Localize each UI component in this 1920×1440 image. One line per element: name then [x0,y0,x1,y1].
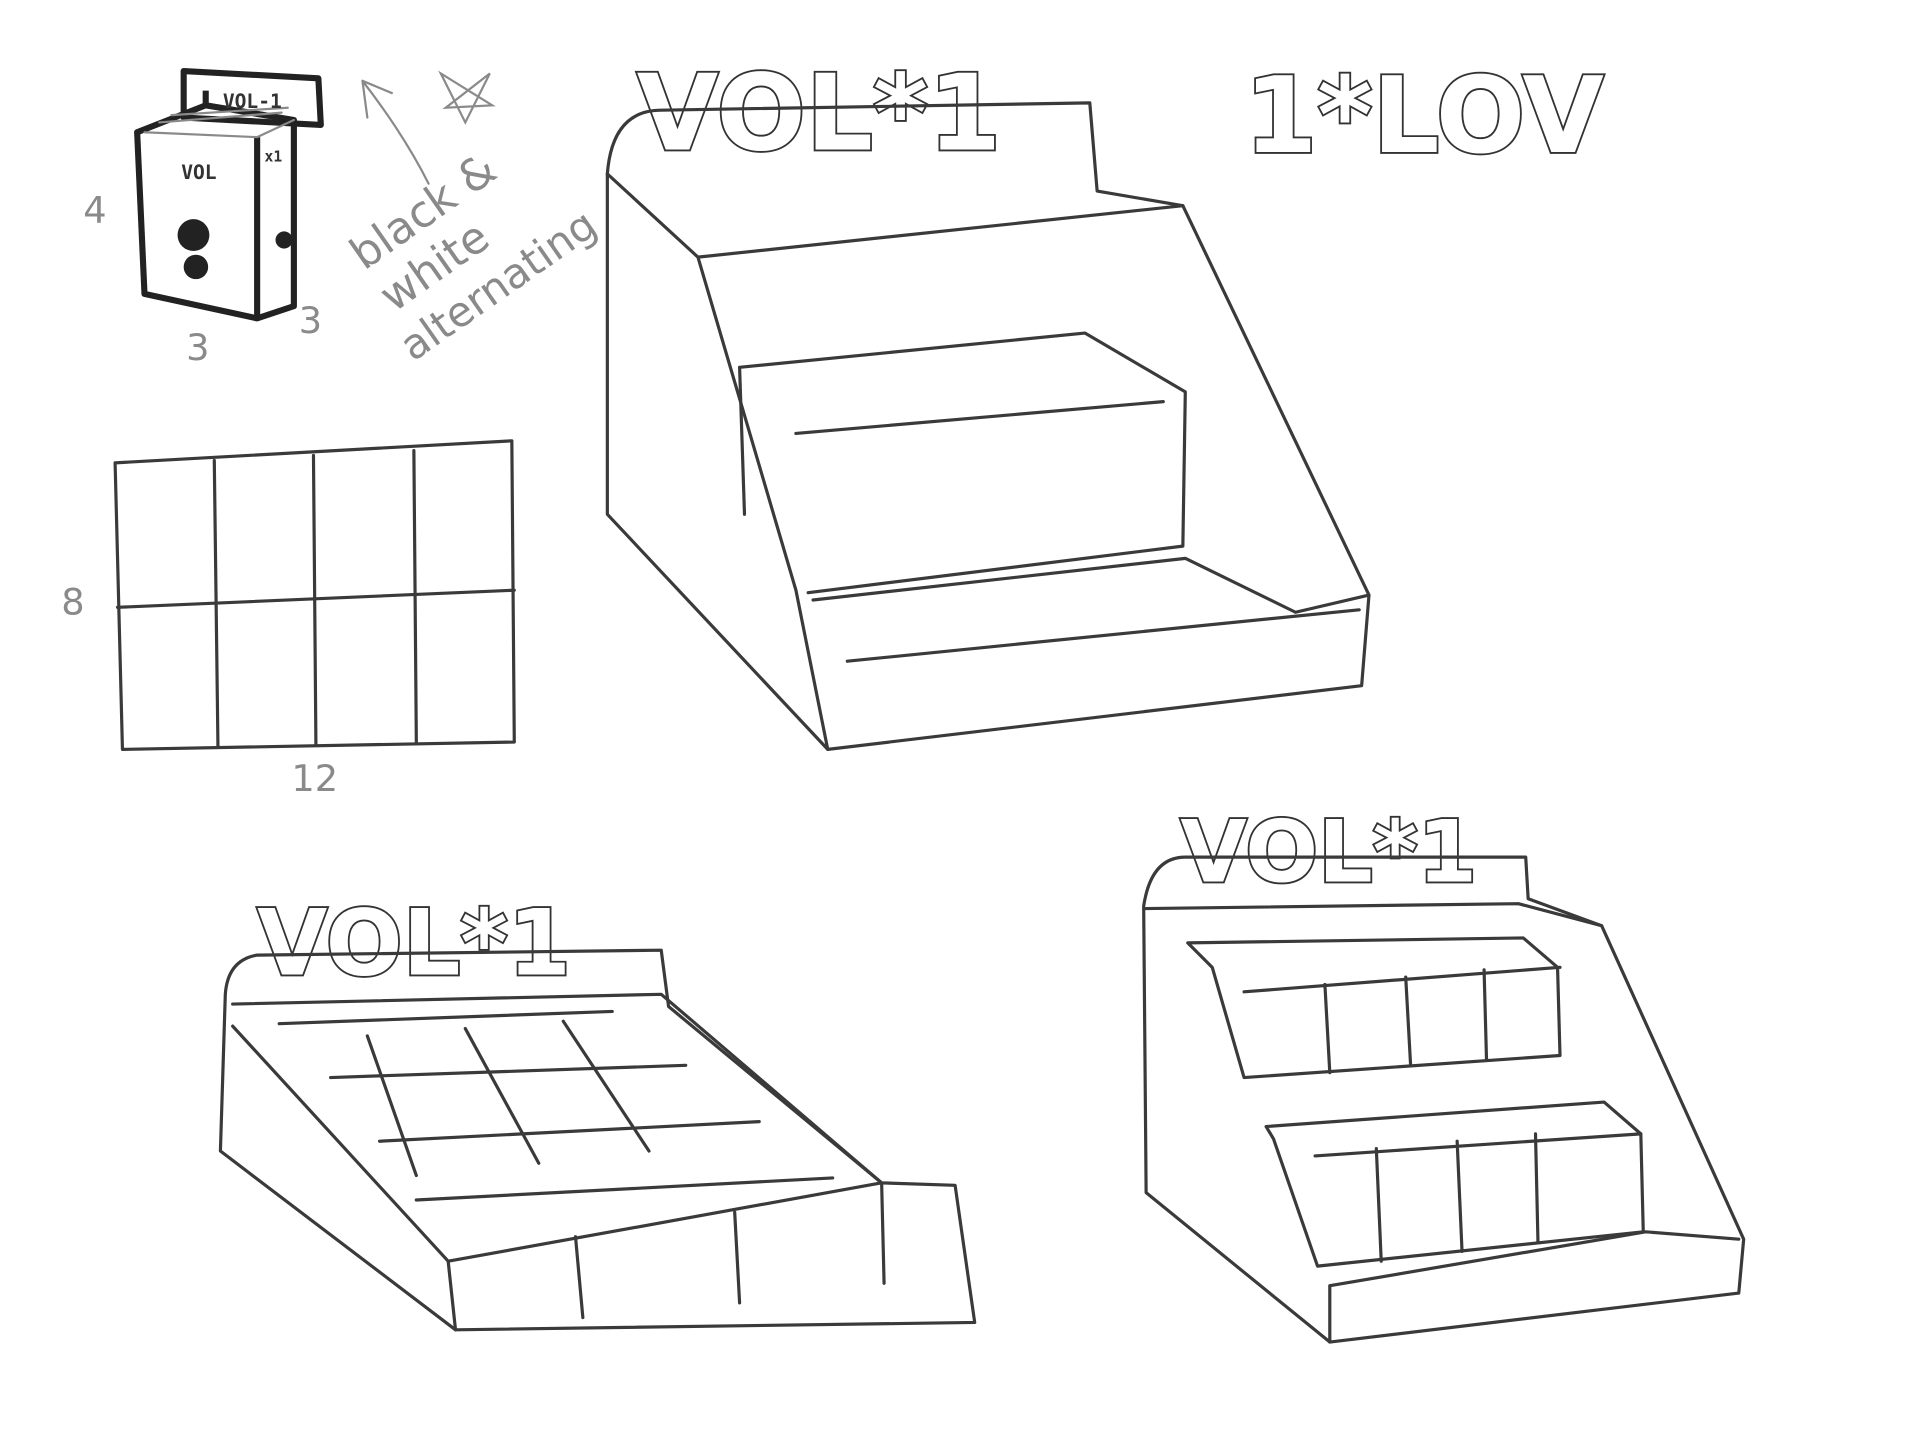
grid-height-dim: 8 [61,581,84,624]
box-height-dim: 4 [83,189,106,232]
main-logo: VOL*1 [637,51,1002,174]
box-depth-dim: 3 [299,299,322,342]
box-front-label: VOL [181,161,216,184]
star-icon [438,70,496,125]
main-display-sketch: VOL*1 [605,50,1371,751]
product-box-sketch: VOL-1 VOL x1 4 3 3 [83,67,324,369]
grid-layout-sketch: 8 12 [61,439,516,800]
box-hand-graphic [177,219,210,252]
reversed-logo: 1*LOV [1244,54,1604,177]
box-top-label: VOL-1 [223,90,282,113]
tray-logo: VOL*1 [257,892,571,997]
arrow-icon [361,79,430,185]
box-side-label: x1 [264,149,282,166]
grid-width-dim: 12 [291,757,338,800]
color-note: black & white alternating [341,70,605,370]
stepped-logo: VOL*1 [1180,803,1477,903]
flat-tray-display-sketch: VOL*1 [218,890,977,1332]
stepped-display-sketch: VOL*1 [1142,801,1746,1344]
box-width-dim: 3 [186,326,209,369]
